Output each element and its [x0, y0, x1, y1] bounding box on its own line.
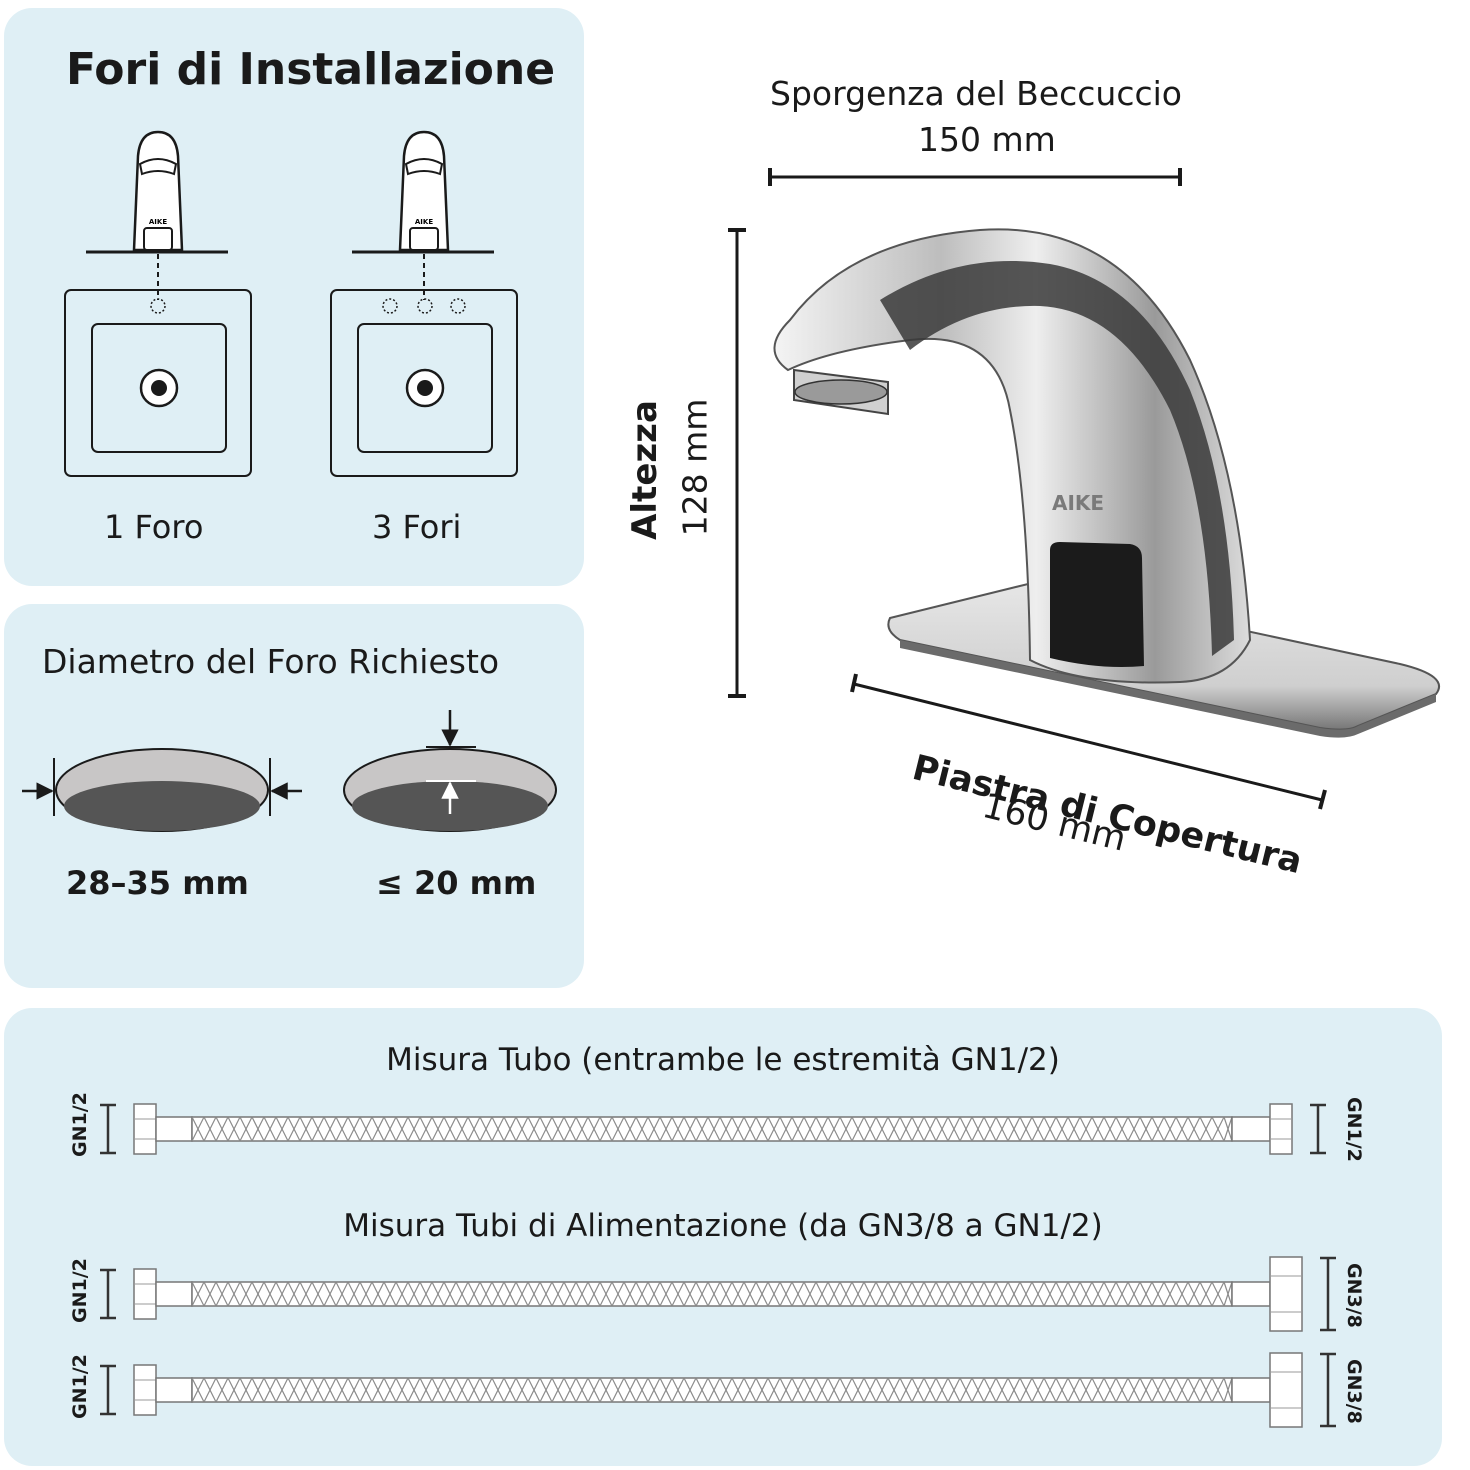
- installation-title: Fori di Installazione: [66, 44, 556, 95]
- spout-reach-value: 150 mm: [918, 120, 1056, 159]
- hose-right-fitting-label: GN1/2: [1343, 1097, 1365, 1162]
- supply-hose-1: [100, 1256, 1336, 1332]
- spout-reach-label: Sporgenza del Beccuccio: [770, 74, 1182, 113]
- hose-title: Misura Tubo (entrambe le estremità GN1/2…: [386, 1042, 1060, 1078]
- cover-plate-dimension-line: [850, 673, 1327, 810]
- supply-hose-1-right-fitting-label: GN3/8: [1343, 1263, 1365, 1328]
- supply-hose-2: [100, 1352, 1336, 1428]
- braided-hose: [100, 1103, 1326, 1155]
- supply-hose-2-left-fitting-label: GN1/2: [69, 1354, 91, 1419]
- one-hole-sink-diagram: AIKE: [64, 130, 252, 477]
- hole-diameter-diagram: [22, 748, 302, 832]
- one-hole-label: 1 Foro: [104, 508, 204, 546]
- height-value: 128 mm: [675, 398, 715, 537]
- spout-reach-dimension-line: [768, 168, 1182, 186]
- hose-left-fitting-label: GN1/2: [69, 1092, 91, 1157]
- height-dimension-line: [728, 228, 746, 698]
- thickness-label: ≤ 20 mm: [376, 864, 537, 902]
- faucet-body-brand: AIKE: [1052, 491, 1104, 515]
- wall-thickness-diagram: [343, 710, 557, 832]
- three-hole-label: 3 Fori: [372, 508, 462, 546]
- supply-hose-2-right-fitting-label: GN3/8: [1343, 1359, 1365, 1424]
- faucet-brand-text: AIKE: [149, 218, 167, 226]
- height-label: Altezza: [625, 400, 665, 540]
- supply-hose-1-left-fitting-label: GN1/2: [69, 1258, 91, 1323]
- hole-diameter-title: Diametro del Foro Richiesto: [42, 642, 500, 681]
- three-hole-sink-diagram: AIKE: [330, 130, 518, 477]
- diameter-label: 28–35 mm: [66, 864, 249, 902]
- installation-holes-panel: [4, 8, 584, 586]
- faucet-brand-text: AIKE: [415, 218, 433, 226]
- supply-hose-title: Misura Tubi di Alimentazione (da GN3/8 a…: [343, 1208, 1103, 1244]
- faucet-illustration: AIKE: [773, 228, 1441, 738]
